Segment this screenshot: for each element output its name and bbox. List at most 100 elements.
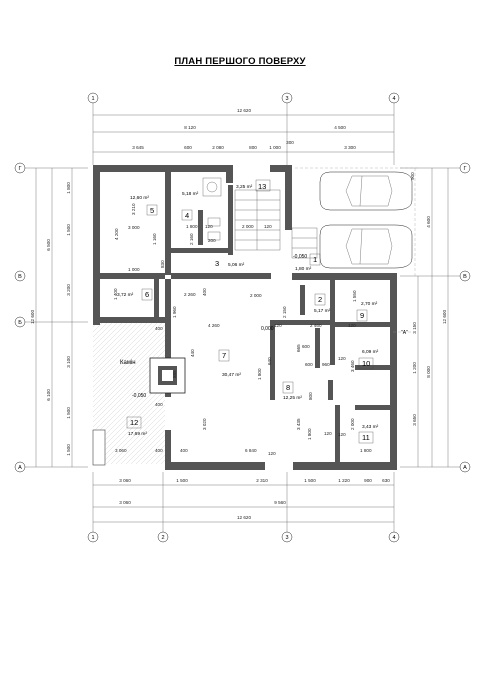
room-7-area: 30,47 m²	[222, 372, 241, 378]
dim-bot-3060b: 3 060	[119, 500, 131, 505]
idim-400d: 400	[155, 402, 163, 407]
idim-3460: 3 460	[350, 360, 355, 372]
idim-3000: 3 000	[128, 225, 140, 230]
axis-left-g: Г	[19, 166, 22, 172]
plan-title: ПЛАН ПЕРШОГО ПОВЕРХУ	[174, 56, 305, 67]
axis-top-4: 4	[392, 96, 395, 102]
room-10-number: 10	[362, 359, 370, 368]
idim-400b: 400	[155, 326, 163, 331]
dim-top-3645: 3 645	[132, 145, 144, 150]
dim-top-1000: 1 000	[269, 145, 281, 150]
idim-2150: 2 150	[282, 306, 287, 318]
idim-120a: 120	[205, 224, 213, 229]
axis-bot-1: 1	[91, 535, 94, 541]
room-8-area: 12,25 m²	[283, 395, 302, 401]
level-entry: 0,000	[261, 326, 274, 332]
top-dimension-lines: 12 620 8 120 4 500 3 645 600 2 080 800 1…	[93, 108, 394, 153]
section-label: "А"	[401, 330, 408, 336]
bathroom-fixtures	[202, 177, 222, 241]
dim-top-overall: 12 620	[237, 108, 251, 113]
room-10-area: 6,09 m²	[362, 349, 379, 355]
room-labels: 5 12,60 m² 4 5,18 m² 13 3,25 m² 3 5,06 m…	[117, 179, 379, 444]
idim-120e: 120	[338, 356, 346, 361]
dim-right-4600: 4 600	[426, 216, 431, 228]
idim-1800: 1 800	[186, 224, 198, 229]
idim-2000a: 2 000	[242, 224, 254, 229]
idim-600: 600	[305, 362, 313, 367]
idim-120d: 120	[274, 323, 282, 328]
axis-bot-4: 4	[392, 535, 395, 541]
axis-bot-2: 2	[161, 535, 164, 541]
idim-800: 800	[308, 392, 313, 400]
dim-right-3650: 3 650	[412, 414, 417, 426]
left-dimension-lines: 12 600 6 500 6 100 1 800 1 500 3 200 3 1…	[30, 168, 73, 467]
idim-665: 665	[296, 344, 301, 352]
dim-left-1800: 1 800	[66, 182, 71, 194]
idim-4260: 4 260	[208, 323, 220, 328]
axis-bot-3: 3	[285, 535, 288, 541]
room-3-number: 3	[215, 259, 219, 268]
right-axis-markers: Г В А В	[14, 162, 471, 473]
dim-bot-overall: 12 620	[237, 515, 251, 520]
interior-dimensions: 3 210 3 000 4 200 1 800 120 2 000 120 1 …	[113, 203, 372, 456]
level-marks: -0,050 0,000 -0,050 Камін "А"	[120, 254, 415, 399]
idim-120c: 120	[348, 323, 356, 328]
idim-400c: 400	[155, 448, 163, 453]
room-5-area: 12,60 m²	[130, 195, 149, 201]
idim-830: 830	[160, 260, 165, 268]
idim-400a: 400	[202, 288, 207, 296]
idim-1000: 1 000	[128, 267, 140, 272]
dim-bot-1500: 1 500	[176, 478, 188, 483]
axis-left-b: Б	[18, 320, 22, 326]
dim-top-600: 600	[184, 145, 192, 150]
stairs	[234, 189, 318, 259]
level-porch: -0,050	[293, 254, 307, 260]
room-1-area: 1,80 m²	[295, 266, 312, 272]
room-13-area: 3,25 m²	[236, 184, 253, 190]
dim-right-1200: 1 200	[412, 362, 417, 374]
idim-120h: 120	[268, 451, 276, 456]
idim-960: 960	[322, 362, 330, 367]
idim-3210: 3 210	[131, 203, 136, 215]
dim-left-upper: 6 500	[46, 239, 51, 251]
walls	[92, 165, 397, 470]
idim-2460: 2 460	[310, 323, 322, 328]
idim-3060: 3 060	[115, 448, 127, 453]
dim-right-overall: 12 600	[442, 310, 447, 324]
dim-left-lower: 6 100	[46, 389, 51, 401]
idim-440: 440	[190, 349, 195, 357]
axis-left-a: А	[18, 465, 22, 471]
idim-2260: 2 260	[184, 292, 196, 297]
room-5-number: 5	[150, 206, 154, 215]
idim-1160: 1 160	[152, 233, 157, 245]
room-3-area: 5,06 m²	[228, 262, 245, 268]
dim-top-3300: 3 300	[344, 145, 356, 150]
dim-left-1500: 1 500	[66, 224, 71, 236]
room-11-number: 11	[362, 433, 370, 442]
room-6-area: 3,72 m²	[117, 292, 134, 298]
idim-120g: 120	[338, 432, 346, 437]
axis-top-1: 1	[91, 96, 94, 102]
dim-left-3100: 3 100	[66, 356, 71, 368]
room-7-number: 7	[222, 351, 226, 360]
idim-4200: 4 200	[114, 228, 119, 240]
idim-3435: 3 435	[296, 418, 301, 430]
room-2-area: 5,17 m²	[314, 308, 331, 314]
dim-top-2080: 2 080	[212, 145, 224, 150]
room-12-area: 17,69 m²	[128, 431, 147, 437]
dim-bot-2310: 2 310	[256, 478, 268, 483]
idim-1800c: 1 800	[360, 448, 372, 453]
dim-bot-1220: 1 220	[338, 478, 350, 483]
idim-640: 640	[267, 357, 272, 365]
idim-1960: 1 960	[172, 306, 177, 318]
left-axis-markers: Г Б А	[14, 162, 88, 473]
idim-400e: 400	[180, 448, 188, 453]
idim-6840: 6 840	[245, 448, 257, 453]
idim-1800d: 1 800	[307, 428, 312, 440]
axis-right-a: А	[463, 465, 467, 471]
top-axis-markers: 1 3 4	[87, 92, 400, 165]
dim-bot-630: 630	[382, 478, 390, 483]
idim-120f: 120	[324, 431, 332, 436]
dim-top-8120: 8 120	[184, 125, 196, 130]
